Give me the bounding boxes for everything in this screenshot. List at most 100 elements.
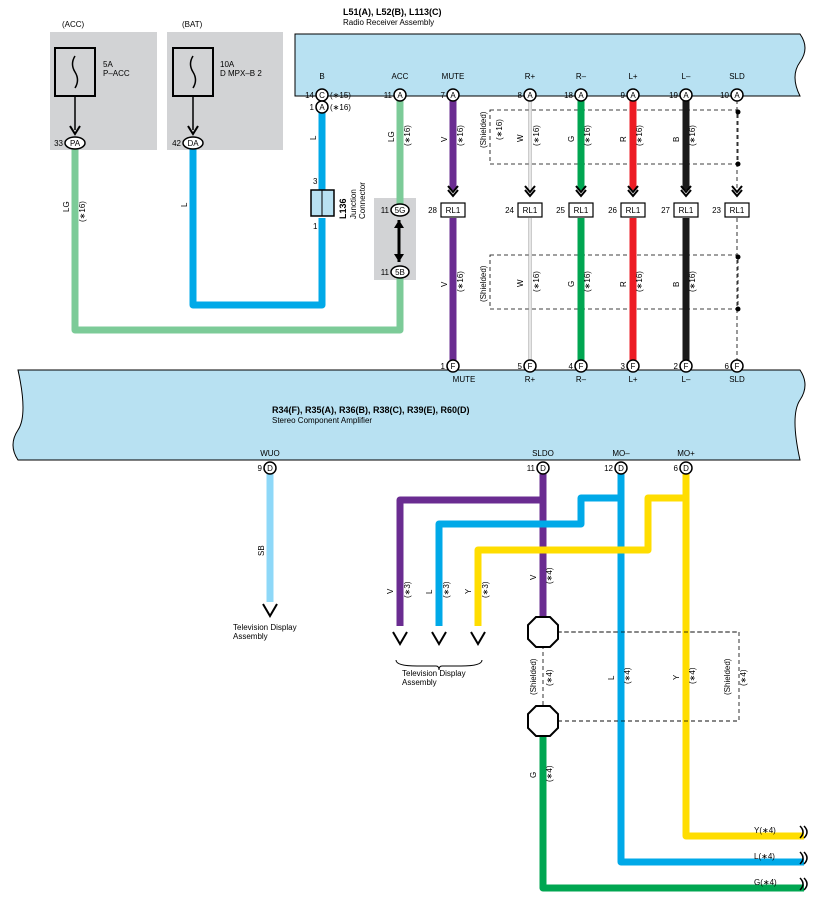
wire-lp-label-1: R bbox=[619, 136, 628, 142]
junction-line2: Connector bbox=[358, 182, 367, 219]
lower-shield-box bbox=[542, 631, 740, 722]
rl1-lp-label: RL1 bbox=[626, 206, 641, 215]
shield-twist-upper bbox=[527, 616, 559, 648]
amp-pin-wuo-label: WUO bbox=[260, 449, 280, 458]
wire-b-label: L bbox=[309, 135, 318, 140]
radio-pin-rp-label: R+ bbox=[525, 72, 536, 81]
wire-lp-note-2: (∗16) bbox=[635, 271, 644, 292]
wire-mute-label-2: V bbox=[440, 281, 449, 287]
amp-pin-sldo-label: SLDO bbox=[532, 449, 554, 458]
radio-pin-rp bbox=[523, 88, 537, 102]
wires bbox=[71, 100, 804, 892]
wire-bat-l bbox=[189, 148, 326, 309]
rl1-rp bbox=[517, 202, 543, 218]
chev-lp-a bbox=[627, 185, 639, 194]
amp-pin-mop bbox=[679, 461, 693, 475]
radio-pin-b-label: B bbox=[319, 72, 324, 81]
fuse-acc-pin-letter: PA bbox=[70, 139, 81, 148]
wire-rp-note-2: (∗16) bbox=[532, 271, 541, 292]
v4-label: V bbox=[529, 574, 538, 580]
shielded-note-1: (∗16) bbox=[495, 119, 504, 140]
wire-rp-label-1: W bbox=[516, 134, 525, 142]
radio-pin-lm bbox=[679, 88, 693, 102]
rl1-rm bbox=[568, 202, 594, 218]
wire-mute-note-1: (∗16) bbox=[456, 125, 465, 146]
amp-pin-rp bbox=[523, 359, 537, 373]
amplifier-ids: R34(F), R35(A), R36(B), R38(C), R39(E), … bbox=[272, 405, 470, 415]
radio-pin-b-a-letter: A bbox=[319, 103, 325, 112]
amp-pin-wuo-num: 9 bbox=[258, 464, 263, 473]
radio-pin-b-note1: (∗15) bbox=[330, 91, 351, 100]
wire-rm-note-1: (∗16) bbox=[583, 125, 592, 146]
wire-g4 bbox=[539, 736, 804, 892]
bat-fuse-group: (BAT) bbox=[182, 20, 203, 29]
chev-mute-a bbox=[447, 185, 459, 194]
radio-pin-sld-num: 10 bbox=[720, 91, 729, 100]
y3-note: (∗3) bbox=[481, 581, 490, 598]
radio-receiver-name: Radio Receiver Assembly bbox=[343, 18, 434, 27]
wire-lp-label-2: R bbox=[619, 281, 628, 287]
radio-pin-mute-num: 7 bbox=[441, 91, 446, 100]
radio-pin-mute bbox=[446, 88, 460, 102]
amp-pin-rp-num: 5 bbox=[518, 362, 523, 371]
rl1-sld bbox=[724, 202, 750, 218]
tv2-brace bbox=[395, 659, 483, 671]
radio-pin-rp-letter: A bbox=[527, 91, 533, 100]
wire-rp-note-1: (∗16) bbox=[532, 125, 541, 146]
radio-pin-lp-letter: A bbox=[630, 91, 636, 100]
l3-note: (∗3) bbox=[442, 581, 451, 598]
shield-dot-3 bbox=[735, 306, 741, 312]
amp-pin-sld bbox=[730, 359, 744, 373]
amp-pin-rp-letter: F bbox=[528, 362, 533, 371]
radio-pin-b-c-num: 14 bbox=[305, 91, 314, 100]
chev-sld-a bbox=[731, 185, 743, 194]
radio-pin-lp-label: L+ bbox=[628, 72, 637, 81]
radio-pin-b-c-letter: C bbox=[319, 91, 325, 100]
chev-rp-b bbox=[524, 189, 536, 198]
amp-pin-sld-letter: F bbox=[735, 362, 740, 371]
amp-pin-sldo-letter: D bbox=[540, 464, 546, 473]
amp-pin-rm-label: R– bbox=[576, 375, 587, 384]
chev-rm-a bbox=[575, 185, 587, 194]
amp-pin-rm-num: 4 bbox=[569, 362, 574, 371]
radio-pin-mute-letter: A bbox=[450, 91, 456, 100]
tv1-arrow bbox=[262, 603, 278, 618]
amp-pin-wuo bbox=[263, 461, 277, 475]
tv1-line1: Television Display bbox=[233, 623, 297, 632]
amplifier-panel bbox=[12, 369, 806, 461]
radio-pin-rm-letter: A bbox=[578, 91, 584, 100]
amp-pin-mute-label: MUTE bbox=[453, 375, 476, 384]
wire-lp-note-1: (∗16) bbox=[635, 125, 644, 146]
l4-label: L bbox=[607, 675, 616, 680]
fuse-bat-pin-num: 42 bbox=[172, 139, 181, 148]
tv2-line1: Television Display bbox=[402, 669, 466, 678]
radio-pin-lp-num: 9 bbox=[621, 91, 626, 100]
junction-id: L136 bbox=[338, 198, 348, 219]
radio-pin-b-a-num: 1 bbox=[310, 103, 315, 112]
junction-5g-num: 11 bbox=[381, 206, 390, 215]
amp-pin-sld-label: SLD bbox=[729, 375, 745, 384]
radio-receiver-ids: L51(A), L52(B), L113(C) bbox=[343, 7, 442, 17]
amp-pin-mom-num: 12 bbox=[604, 464, 613, 473]
amp-pin-lp-label: L+ bbox=[628, 375, 637, 384]
radio-pin-lm-num: 19 bbox=[669, 91, 678, 100]
tv2-arrow-v bbox=[392, 631, 408, 646]
amp-pin-rm bbox=[574, 359, 588, 373]
acc-fuse-group: (ACC) bbox=[62, 20, 85, 29]
shielded4-left: (Shielded) bbox=[529, 658, 538, 695]
wire-lm-label-2: B bbox=[672, 282, 681, 287]
chev-rp-a bbox=[524, 185, 536, 194]
shielded4-right: (Shielded) bbox=[723, 658, 732, 695]
chev-lm-a bbox=[680, 185, 692, 194]
wire-l-label: L bbox=[180, 202, 189, 207]
rl1-sld-label: RL1 bbox=[730, 206, 745, 215]
wire-mute-label-1: V bbox=[440, 136, 449, 142]
wire-rm-note-2: (∗16) bbox=[583, 271, 592, 292]
wire-acc-label: LG bbox=[387, 131, 396, 142]
wire-rp-label-2: W bbox=[516, 279, 525, 287]
radio-pin-lp bbox=[626, 88, 640, 102]
fuse-acc-pin-num: 33 bbox=[54, 139, 63, 148]
chev-lp-b bbox=[627, 189, 639, 198]
amplifier-name: Stereo Component Amplifier bbox=[272, 416, 372, 425]
